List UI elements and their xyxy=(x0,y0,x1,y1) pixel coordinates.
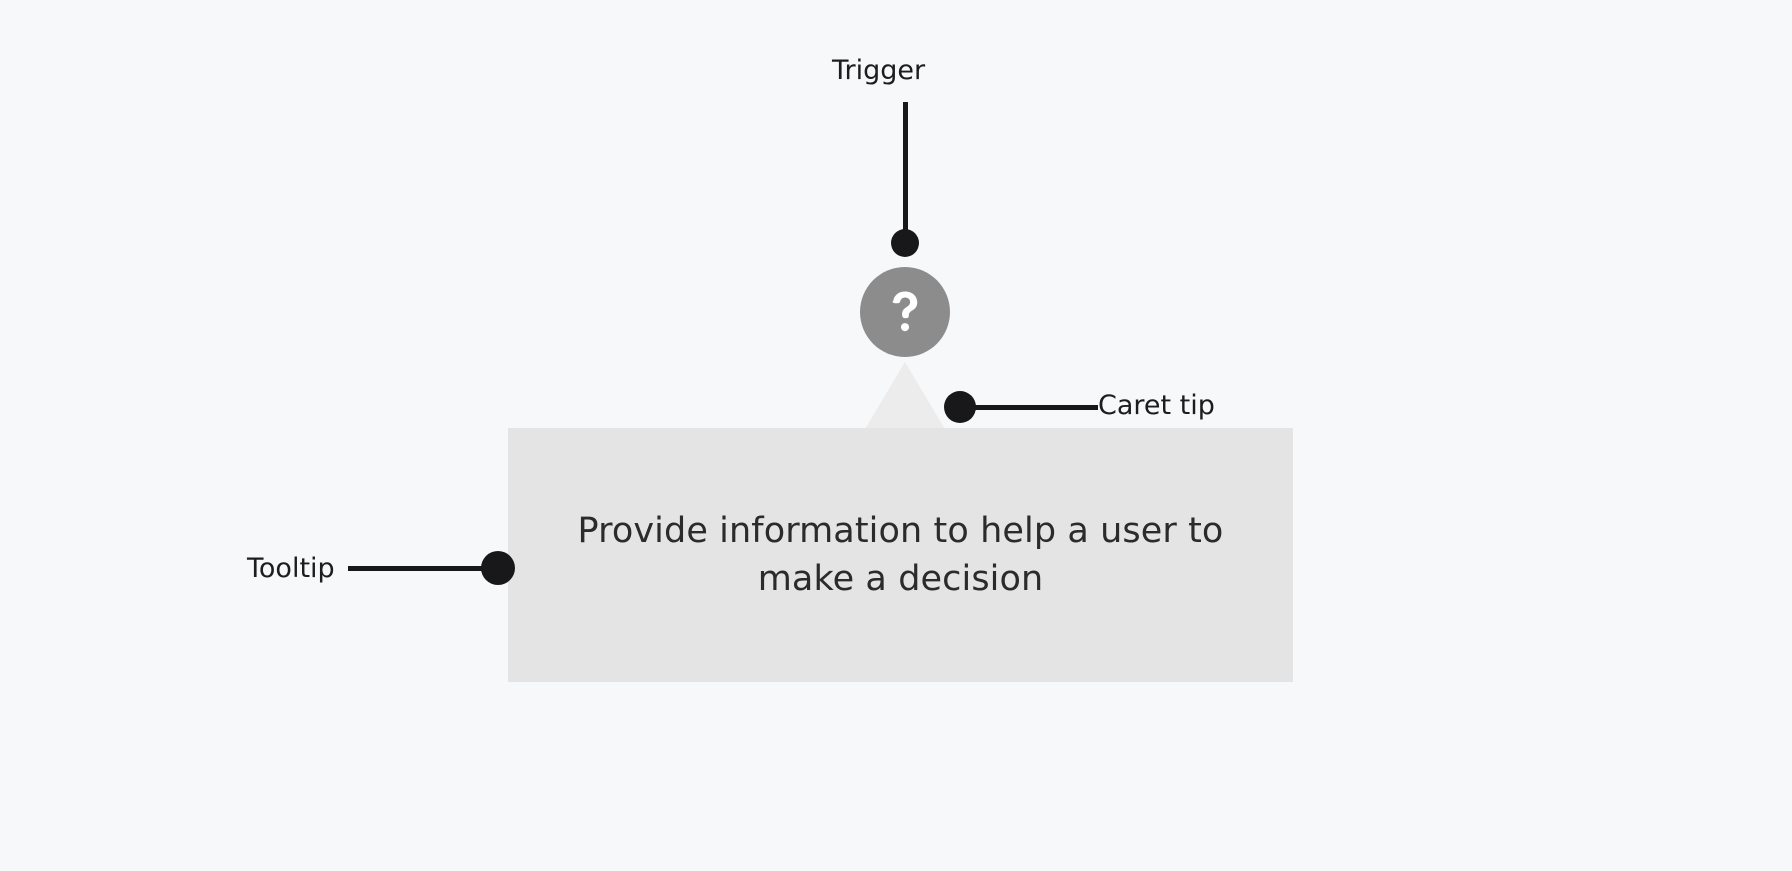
tooltip-caret xyxy=(865,362,945,429)
annotation-leader-line-caret-tip xyxy=(970,405,1098,410)
annotation-dot-trigger xyxy=(891,229,919,257)
annotation-label-tooltip: Tooltip xyxy=(247,553,335,584)
tooltip-body-text: Provide information to help a user to ma… xyxy=(577,510,1224,599)
question-mark-glyph xyxy=(892,291,918,332)
annotation-label-caret-tip: Caret tip xyxy=(1098,390,1215,421)
tooltip-surface: Provide information to help a user to ma… xyxy=(508,428,1293,682)
annotation-label-trigger: Trigger xyxy=(832,55,926,86)
annotation-leader-line-trigger xyxy=(903,102,908,238)
question-mark-circle-icon[interactable] xyxy=(860,267,950,357)
annotation-leader-line-tooltip xyxy=(348,566,488,571)
annotation-dot-tooltip xyxy=(481,551,515,585)
